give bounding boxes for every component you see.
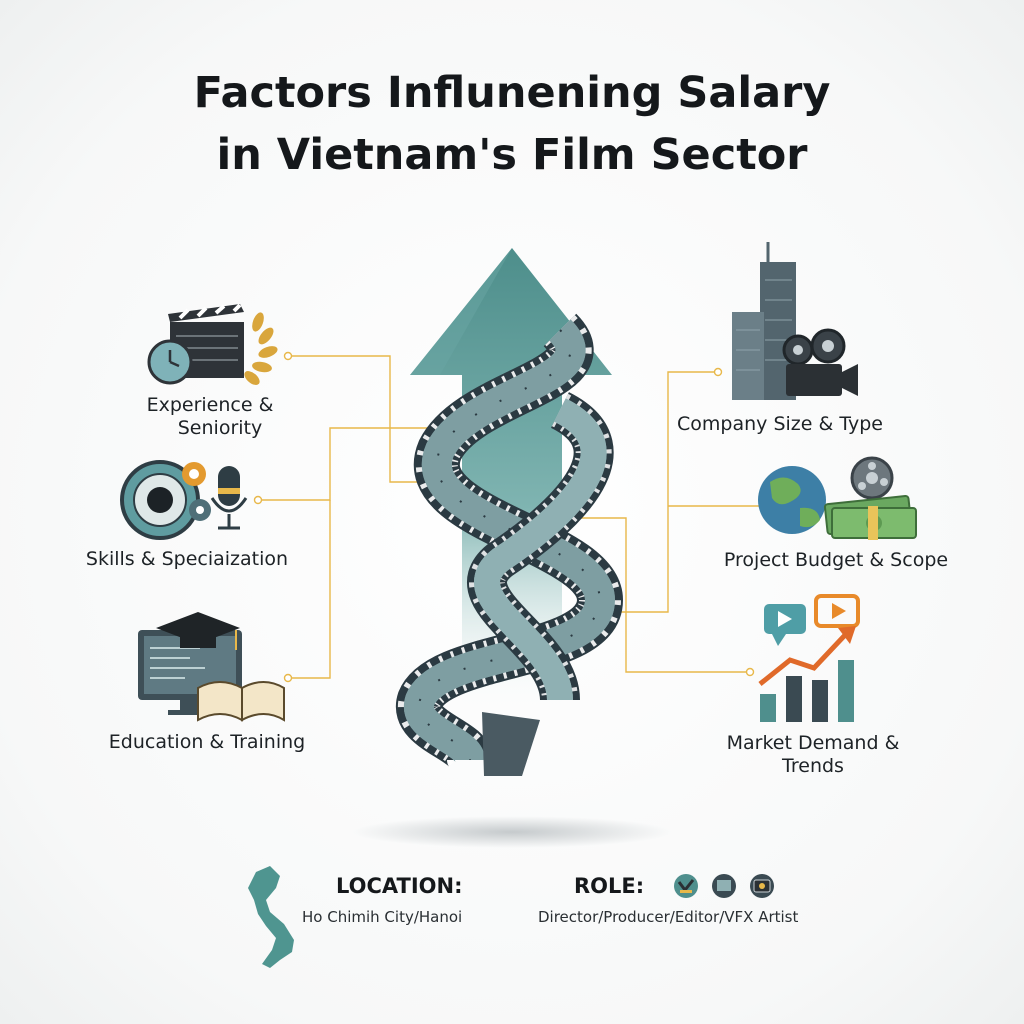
page-title: Factors Influnening Salary in Vietnam's … <box>0 62 1024 186</box>
market-label-line-2: Trends <box>782 755 844 777</box>
role-heading: ROLE: <box>574 874 645 898</box>
clapperboard-clock-laurel-icon <box>147 303 278 385</box>
connector-lines <box>258 355 762 679</box>
market-label-line-1: Market Demand & <box>726 732 900 754</box>
role-badges-icon <box>674 874 774 898</box>
budget-label: Project Budget & Scope <box>723 549 949 571</box>
experience-label-line-1: Experience & <box>146 394 274 416</box>
market-label: Market Demand & Trends <box>700 732 926 778</box>
video-bubbles-bar-chart-icon <box>758 594 860 722</box>
film-strip-icon <box>396 313 624 776</box>
camera-lens-gear-microphone-icon <box>120 460 248 540</box>
location-value: Ho Chimih City/Hanoi <box>302 908 463 926</box>
skills-label: Skills & Speciaization <box>85 548 289 570</box>
company-label: Company Size & Type <box>677 413 883 435</box>
globe-money-film-reel-icon <box>758 456 917 540</box>
education-label: Education & Training <box>108 731 306 753</box>
title-line-1: Factors Influnening Salary <box>193 68 831 118</box>
role-value: Director/Producer/Editor/VFX Artist <box>538 908 799 926</box>
arrow-shadow <box>352 816 672 848</box>
location-heading: LOCATION: <box>336 874 463 898</box>
experience-label-line-2: Seniority <box>177 417 263 439</box>
vietnam-map-icon <box>248 866 294 968</box>
skyscrapers-film-camera-icon <box>732 242 858 400</box>
monitor-graduation-cap-book-icon <box>138 612 285 722</box>
title-line-2: in Vietnam's Film Sector <box>216 130 808 180</box>
experience-label: Experience & Seniority <box>120 394 300 440</box>
